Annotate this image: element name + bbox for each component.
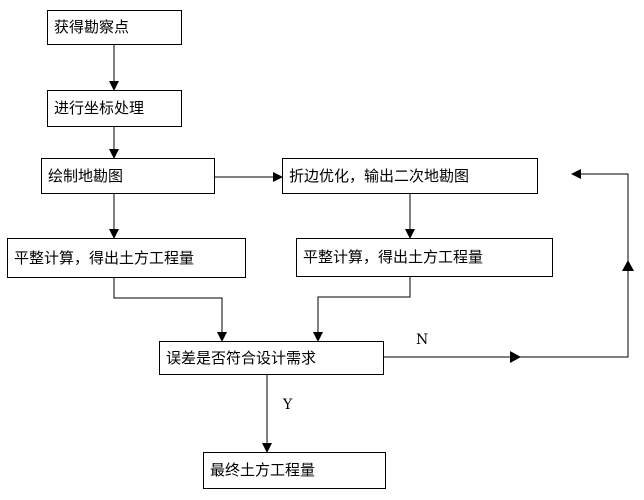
- label-yes: Y: [283, 397, 293, 413]
- arrow-n6-n7: [313, 277, 411, 342]
- node-get-survey-points: 获得勘察点: [47, 10, 182, 45]
- node-draw-survey-map: 绘制地勘图: [41, 158, 215, 194]
- node-error-check: 误差是否符合设计需求: [159, 341, 384, 375]
- node-leveling-calc-right: 平整计算，得出土方工程量: [296, 238, 553, 277]
- node-final-earthwork: 最终土方工程量: [203, 452, 386, 489]
- loop-arrowhead-right: [510, 351, 521, 363]
- node-leveling-calc-left: 平整计算，得出土方工程量: [7, 238, 246, 278]
- node-fold-optimize: 折边优化，输出二次地勘图: [282, 158, 538, 194]
- label-no: N: [416, 332, 429, 348]
- node-coordinate-processing: 进行坐标处理: [47, 90, 182, 127]
- arrow-n5-n7: [113, 278, 227, 342]
- loop-arrowhead-up: [622, 260, 634, 271]
